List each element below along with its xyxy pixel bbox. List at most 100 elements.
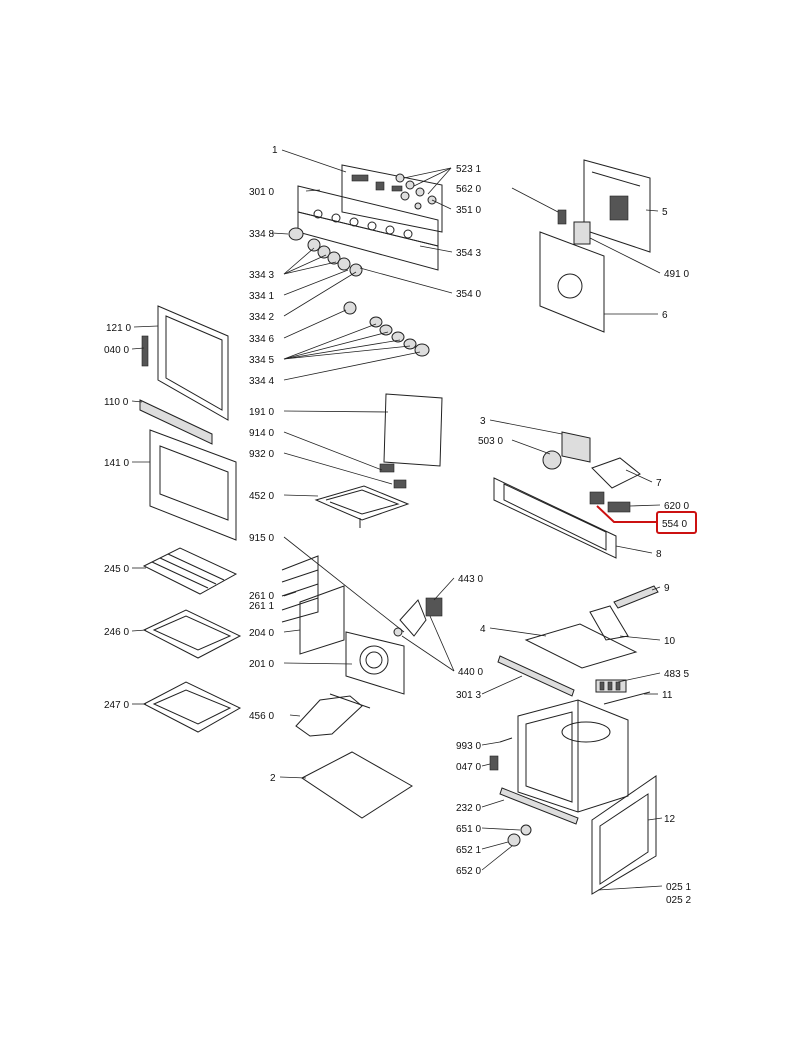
label-4: 4 <box>480 624 486 635</box>
label-456-0: 456 0 <box>249 711 274 722</box>
label-040-0: 040 0 <box>104 345 129 356</box>
label-121-0: 121 0 <box>106 323 131 334</box>
label-11: 11 <box>662 690 673 701</box>
label-301-0: 301 0 <box>249 187 274 198</box>
label-993-0: 993 0 <box>456 741 481 752</box>
fan-motor-part <box>393 597 443 637</box>
door-frame-part <box>141 305 229 421</box>
connector-part <box>607 501 631 513</box>
glass-panel-part <box>383 393 443 467</box>
label-554-0: 554 0 <box>662 519 687 530</box>
label-8: 8 <box>656 549 662 560</box>
bottom-element-part <box>295 693 371 737</box>
label-491-0: 491 0 <box>664 269 689 280</box>
label-232-0: 232 0 <box>456 803 481 814</box>
door-glass-part <box>149 429 237 541</box>
label-523-1: 523 1 <box>456 164 481 175</box>
top-plate-part <box>524 623 638 669</box>
front-fascia-part <box>297 185 439 271</box>
label-5: 5 <box>662 207 668 218</box>
label-351-0: 351 0 <box>456 205 481 216</box>
label-915-0: 915 0 <box>249 533 274 544</box>
label-025-1: 025 1 <box>666 882 691 893</box>
label-6: 6 <box>662 310 668 321</box>
label-652-1: 652 1 <box>456 845 481 856</box>
label-562-0: 562 0 <box>456 184 481 195</box>
label-334-3: 334 3 <box>249 270 274 281</box>
wire-shelf-part <box>142 547 238 595</box>
label-3: 3 <box>480 416 486 427</box>
rear-panel-part <box>583 159 651 253</box>
label-483-5: 483 5 <box>664 669 689 680</box>
label-7: 7 <box>656 478 662 489</box>
rail-part <box>613 585 659 609</box>
module-part <box>573 221 591 245</box>
leader-lines <box>131 149 663 891</box>
oven-cavity-part <box>517 699 629 813</box>
wire-part <box>603 691 651 705</box>
label-503-0: 503 0 <box>478 436 503 447</box>
label-261-1: 261 1 <box>249 601 274 612</box>
label-246-0: 246 0 <box>104 627 129 638</box>
label-110-0: 110 0 <box>104 397 129 408</box>
highlight-box <box>656 511 697 534</box>
thermostat-part <box>557 209 567 225</box>
fan-cover-part <box>299 585 345 655</box>
label-651-0: 651 0 <box>456 824 481 835</box>
bracket-part <box>489 755 499 771</box>
deep-tray-part <box>142 681 242 733</box>
switches-part <box>395 173 437 210</box>
bottom-trim-part <box>499 787 579 825</box>
side-plate-part <box>589 605 629 641</box>
label-440-0: 440 0 <box>458 667 483 678</box>
cooling-fan-part <box>542 431 591 470</box>
grill-element-part <box>314 463 410 528</box>
door-trim-part <box>139 399 213 445</box>
bottom-rail-part <box>497 655 575 697</box>
door-switch-part <box>589 491 605 505</box>
label-141-0: 141 0 <box>104 458 129 469</box>
label-452-0: 452 0 <box>249 491 274 502</box>
label-443-0: 443 0 <box>458 574 483 585</box>
label-334-2: 334 2 <box>249 312 274 323</box>
label-9: 9 <box>664 583 670 594</box>
label-914-0: 914 0 <box>249 428 274 439</box>
front-frame-part <box>493 477 617 559</box>
label-334-8: 334 8 <box>249 229 274 240</box>
highlight-leader-line <box>596 505 658 523</box>
label-354-0: 354 0 <box>456 289 481 300</box>
knob-shaft-part <box>507 824 532 847</box>
label-191-0: 191 0 <box>249 407 274 418</box>
label-047-0: 047 0 <box>456 762 481 773</box>
label-245-0: 245 0 <box>104 564 129 575</box>
label-12: 12 <box>664 814 676 825</box>
label-10: 10 <box>664 636 676 647</box>
label-2: 2 <box>270 773 276 784</box>
label-652-0: 652 0 <box>456 866 481 877</box>
label-025-2: 025 2 <box>666 895 691 906</box>
part-labels: 1 523 1 301 0 562 0 351 0 5 334 8 354 3 … <box>104 145 691 906</box>
label-247-0: 247 0 <box>104 700 129 711</box>
fan-housing-part <box>345 631 405 695</box>
side-panel-part <box>591 775 657 895</box>
label-932-0: 932 0 <box>249 449 274 460</box>
cover-part <box>591 457 641 489</box>
label-354-3: 354 3 <box>456 248 481 259</box>
label-334-6: 334 6 <box>249 334 274 345</box>
bottom-plate-part <box>301 751 413 819</box>
label-204-0: 204 0 <box>249 628 274 639</box>
label-201-0: 201 0 <box>249 659 274 670</box>
label-261-0: 261 0 <box>249 591 274 602</box>
label-620-0: 620 0 <box>664 501 689 512</box>
screw-part <box>499 737 513 743</box>
rear-wall-part <box>539 231 605 333</box>
label-334-4: 334 4 <box>249 376 274 387</box>
label-334-1: 334 1 <box>249 291 274 302</box>
label-334-5: 334 5 <box>249 355 274 366</box>
label-1: 1 <box>272 145 278 156</box>
terminal-block-part <box>595 679 627 693</box>
knobs-part <box>288 227 430 357</box>
control-panel-part <box>341 164 443 233</box>
label-301-3: 301 3 <box>456 690 481 701</box>
